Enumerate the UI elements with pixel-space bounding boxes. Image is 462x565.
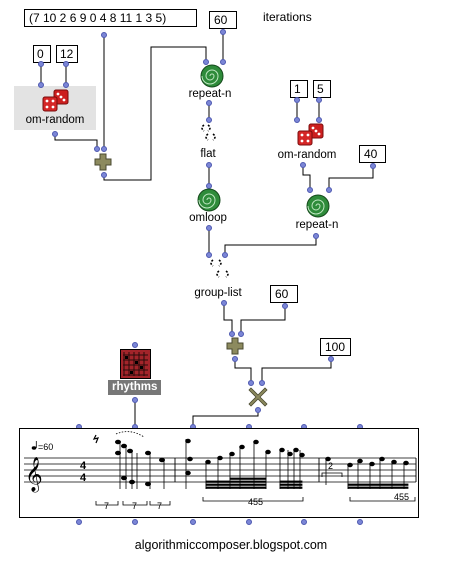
repeat-n-2-outlet[interactable]: [313, 233, 319, 239]
time-signature-top: 4: [80, 460, 87, 472]
repeat-n-2-inlet-a[interactable]: [307, 187, 313, 193]
repeat-count-outlet[interactable]: [370, 163, 376, 169]
plus-1-inlet-b[interactable]: [101, 146, 107, 152]
om-random-2-inlet-b[interactable]: [316, 117, 322, 123]
group-list-inlet-b[interactable]: [222, 252, 228, 258]
multiplier-outlet[interactable]: [328, 356, 334, 362]
plus-1-outlet[interactable]: [101, 172, 107, 178]
om-random-1-inlet-a[interactable]: [38, 82, 44, 88]
repeat-spiral-icon[interactable]: [200, 64, 224, 88]
loop-spiral-icon[interactable]: [197, 188, 221, 212]
rhythms-icon[interactable]: [120, 349, 151, 379]
wire-60-to-plus: [240, 306, 286, 334]
score-outlet-5[interactable]: [301, 519, 307, 525]
tuplet-label-5: 2: [328, 461, 333, 471]
note-cluster-2: [185, 438, 305, 489]
repeat-n-2-inlet-b[interactable]: [326, 187, 332, 193]
tuplet-label-1: 7: [104, 501, 109, 511]
tempo-marking: =60: [38, 442, 53, 452]
blog-credit: algorithmiccomposer.blogspot.com: [134, 538, 328, 552]
wire-40-to-repeat2: [328, 166, 374, 190]
omloop-outlet[interactable]: [206, 225, 212, 231]
om-random-1-label: om-random: [25, 114, 85, 126]
om-random-2-low-outlet[interactable]: [294, 97, 300, 103]
transpose-outlet[interactable]: [282, 303, 288, 309]
music-staff: 𝄞 =60 4 4: [24, 431, 417, 511]
tuplet-label-2: 7: [132, 501, 137, 511]
multiply-inlet-a[interactable]: [248, 380, 254, 386]
iterations-comment: iterations: [263, 10, 312, 24]
transpose-box[interactable]: 60: [270, 285, 298, 303]
wire-group-to-plus: [223, 303, 233, 334]
om-random-1-high-outlet[interactable]: [63, 61, 69, 67]
plus-icon[interactable]: [226, 337, 244, 355]
om-random-2-inlet-a[interactable]: [294, 117, 300, 123]
repeat-n-2-label: repeat-n: [295, 219, 339, 231]
score-outlet-4[interactable]: [246, 519, 252, 525]
tuplet-label-4: 455: [248, 497, 263, 507]
score-voice[interactable]: 𝄞 =60 4 4: [19, 428, 419, 518]
om-random-1-low-outlet[interactable]: [38, 61, 44, 67]
om-random-1-inlet-b[interactable]: [63, 82, 69, 88]
note-cluster-3: [325, 456, 409, 489]
repeat-n-1-outlet[interactable]: [206, 100, 212, 106]
pitch-list-outlet[interactable]: [101, 32, 107, 38]
dice-icon: [297, 123, 324, 146]
treble-clef-icon: 𝄞: [25, 457, 43, 493]
om-random-2-high-outlet[interactable]: [316, 97, 322, 103]
flat-inlet[interactable]: [206, 117, 212, 123]
score-outlet-1[interactable]: [76, 519, 82, 525]
flat-outlet[interactable]: [206, 162, 212, 168]
group-list-inlet-a[interactable]: [206, 252, 212, 258]
group-list-label: group-list: [194, 287, 242, 299]
iterations-box[interactable]: 60: [209, 11, 237, 29]
score-outlet-2[interactable]: [132, 519, 138, 525]
tuplet-label-6: 455: [394, 492, 409, 502]
omloop-label: omloop: [189, 212, 227, 224]
multiply-inlet-b[interactable]: [259, 380, 265, 386]
om-random-1-outlet[interactable]: [52, 131, 58, 137]
plus-2-inlet-a[interactable]: [229, 331, 235, 337]
repeat-spiral-icon[interactable]: [306, 194, 330, 218]
pitch-list-box[interactable]: (7 10 2 6 9 0 4 8 11 1 3 5): [24, 9, 197, 27]
repeat-n-1-inlet-a[interactable]: [203, 59, 209, 65]
multiply-icon[interactable]: [248, 387, 268, 407]
time-signature-bottom: 4: [80, 472, 87, 484]
group-list-outlet[interactable]: [221, 300, 227, 306]
om-random-2-low[interactable]: 1: [290, 80, 308, 98]
rhythms-inlet[interactable]: [132, 342, 138, 348]
iterations-outlet[interactable]: [220, 29, 226, 35]
wire-repeat2-to-group: [224, 237, 317, 255]
plus-icon[interactable]: [94, 153, 112, 171]
group-list-icon[interactable]: [207, 258, 233, 282]
repeat-count-box[interactable]: 40: [359, 145, 386, 163]
plus-1-inlet-a[interactable]: [94, 146, 100, 152]
score-outlet-6[interactable]: [357, 519, 363, 525]
rhythms-outlet[interactable]: [132, 397, 138, 403]
score-outlet-3[interactable]: [190, 519, 196, 525]
plus-2-inlet-b[interactable]: [238, 331, 244, 337]
note-cluster-1: [92, 431, 165, 489]
tuplet-brackets: [95, 472, 416, 506]
wire-100-to-mult: [261, 360, 332, 383]
flat-label: flat: [200, 148, 216, 160]
rhythms-label[interactable]: rhythms: [108, 380, 162, 395]
wire-plus-to-repeat: [103, 46, 207, 181]
tuplet-label-3: 7: [157, 501, 162, 511]
multiplier-box[interactable]: 100: [320, 338, 351, 356]
om-random-2-high[interactable]: 5: [313, 80, 331, 98]
wire-random-to-plus: [54, 136, 98, 149]
plus-2-outlet[interactable]: [232, 356, 238, 362]
om-random-2-label: om-random: [277, 149, 337, 161]
flat-icon[interactable]: [198, 123, 220, 143]
multiply-outlet[interactable]: [255, 407, 261, 413]
dice-icon: [42, 89, 69, 112]
repeat-n-1-label: repeat-n: [188, 88, 232, 100]
om-random-2-outlet[interactable]: [300, 162, 306, 168]
repeat-n-1-inlet-b[interactable]: [220, 59, 226, 65]
